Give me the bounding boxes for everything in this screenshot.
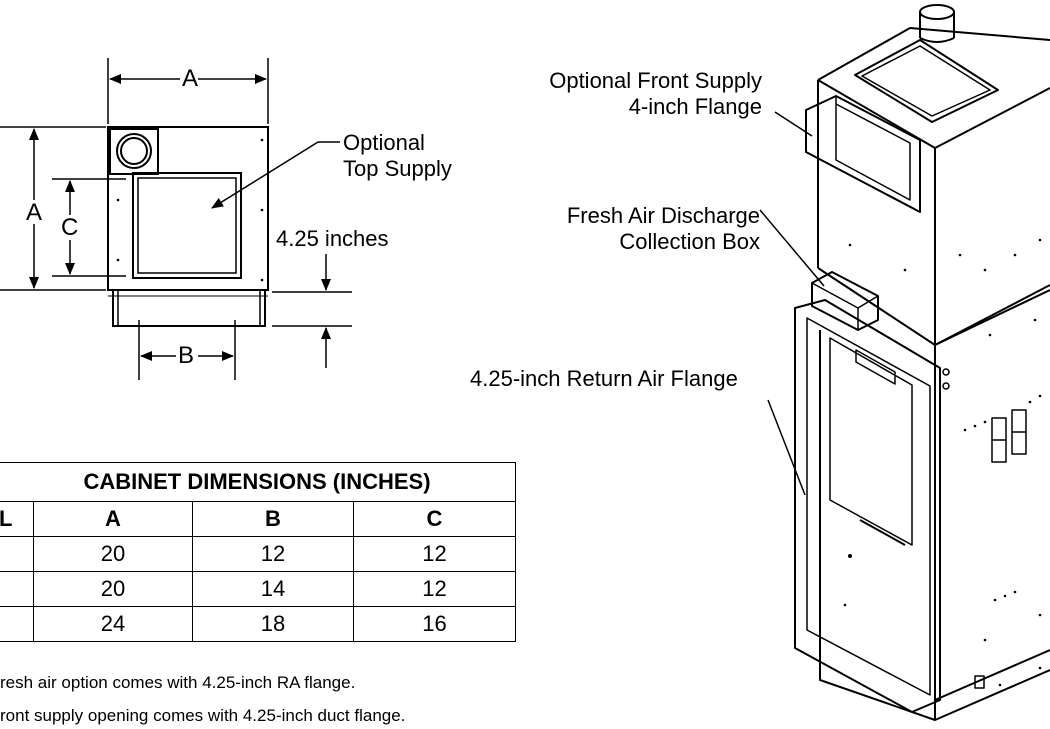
table-cell: 24 [33, 606, 193, 642]
table-cell: 20 [33, 536, 193, 572]
callout-fresh-air: Fresh Air Discharge Collection Box [528, 203, 760, 255]
top-supply-opening [132, 172, 242, 279]
note-front-supply: ront supply opening comes with 4.25-inch… [0, 706, 406, 725]
table-row: 24 18 16 [0, 606, 516, 642]
table-header-a: A [33, 501, 193, 537]
fresh-air-box [811, 271, 879, 331]
callout-top-supply-line2: Top Supply [343, 156, 452, 181]
callout-front-supply: Optional Front Supply 4-inch Flange [514, 68, 762, 120]
table-cell: 12 [192, 536, 354, 572]
table-cell: 18 [192, 606, 354, 642]
table-header-b: B [192, 501, 354, 537]
dim-a-left-label: A [26, 199, 43, 226]
callout-front-supply-line1: Optional Front Supply [549, 68, 762, 93]
table-row: 20 12 12 [0, 536, 516, 572]
table-cell [0, 606, 34, 642]
callout-flange-height: 4.25 inches [276, 226, 389, 251]
callout-top-supply: Optional Top Supply [343, 130, 452, 182]
return-flange-outline [112, 289, 266, 327]
table-cell: 16 [353, 606, 516, 642]
table-header-l: L [0, 501, 34, 537]
callout-top-supply-line1: Optional [343, 130, 425, 155]
dim-b-label: B [178, 342, 195, 369]
callout-front-supply-line2: 4-inch Flange [628, 94, 762, 119]
callout-return-air: 4.25-inch Return Air Flange [470, 366, 738, 391]
table-cell: 12 [353, 571, 516, 607]
callout-fresh-air-line1: Fresh Air Discharge [566, 203, 760, 228]
table-row: 20 14 12 [0, 571, 516, 607]
table-cell [0, 536, 34, 572]
upper-top-edge [817, 27, 1050, 81]
table-title: CABINET DIMENSIONS (INCHES) [0, 462, 516, 502]
note-fresh-air: resh air option comes with 4.25-inch RA … [0, 673, 356, 692]
dim-a-top-label: A [182, 65, 199, 92]
return-air-flange [794, 299, 941, 713]
callout-fresh-air-line2: Collection Box [619, 229, 760, 254]
cabinet-dimensions-table: CABINET DIMENSIONS (INCHES) L A B C 20 1… [0, 462, 516, 642]
dim-c-label: C [61, 214, 79, 241]
table-cell: 20 [33, 571, 193, 607]
table-header-c: C [353, 501, 516, 537]
front-supply-flange [805, 95, 921, 213]
table-cell: 14 [192, 571, 354, 607]
table-cell [0, 571, 34, 607]
table-cell: 12 [353, 536, 516, 572]
